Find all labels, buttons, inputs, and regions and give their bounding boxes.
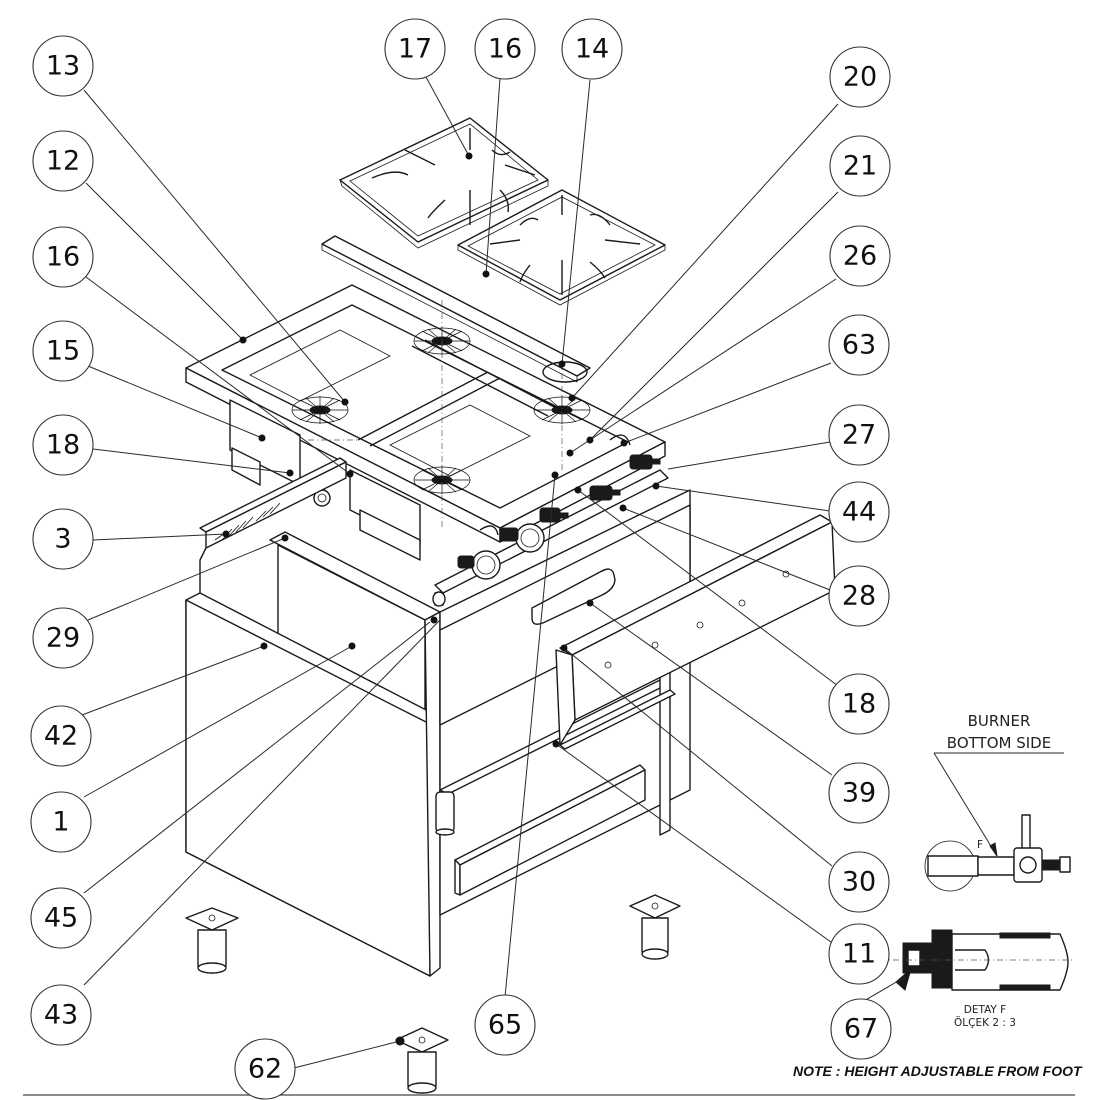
callout-20: 20 [829,46,891,108]
callout-67: 67 [830,998,892,1060]
callout-30-label: 30 [842,867,876,898]
adjustable-foot-3 [395,1027,449,1094]
callout-11: 11 [828,923,890,985]
burner-box-left [229,399,421,561]
callout-18-left: 18 [32,414,94,476]
callout-28-label: 28 [842,581,876,612]
burner-head-3 [533,396,591,424]
callout-62: 62 [234,1038,296,1100]
detail-title: DETAY F [964,1004,1006,1016]
callout-13-label: 13 [46,51,80,82]
callout-18-left-label: 18 [46,430,80,461]
callout-29: 29 [32,607,94,669]
callout-44-label: 44 [842,497,876,528]
callout-29-label: 29 [46,623,80,654]
callout-45: 45 [30,887,92,949]
callout-15-label: 15 [46,336,80,367]
gas-valve-2 [499,523,545,553]
callout-18-right: 18 [828,673,890,735]
callout-17: 17 [384,18,446,80]
callout-21-label: 21 [843,151,877,182]
detail-scale: ÖLÇEK 2 : 3 [954,1016,1016,1029]
gas-valve-1 [457,525,501,580]
leader-lines [81,65,906,1070]
detail-marker-f: F [977,839,983,851]
callout-12-label: 12 [46,146,80,177]
callout-67-label: 67 [844,1014,878,1045]
callout-27-label: 27 [842,420,876,451]
cooktop-frame [185,235,666,543]
callout-1-label: 1 [52,807,69,838]
callout-3-label: 3 [54,524,71,555]
callout-13: 13 [32,35,94,97]
adjustable-foot-1 [185,907,239,974]
callout-63: 63 [828,314,890,376]
callout-27: 27 [828,404,890,466]
callout-14: 14 [561,18,623,80]
cabinet-body [185,489,691,977]
callout-44: 44 [828,481,890,543]
pan-support-grate-right [457,189,666,306]
callout-12: 12 [32,130,94,192]
callout-16-top-label: 16 [488,34,522,65]
gas-valve-4 [589,485,621,501]
callout-17-label: 17 [398,34,432,65]
pan-support-grate-left [339,117,549,249]
callout-45-label: 45 [44,903,78,934]
callout-65: 65 [474,994,536,1056]
callout-42: 42 [30,705,92,767]
burner-label-line2: BOTTOM SIDE [947,734,1051,752]
gas-valve-5 [609,434,661,470]
callout-3: 3 [32,508,94,570]
callout-39: 39 [828,762,890,824]
callout-43: 43 [30,984,92,1046]
burner-bottom-detail: BURNER BOTTOM SIDE F [924,712,1071,892]
callout-14-label: 14 [575,34,609,65]
callout-16-left: 16 [32,226,94,288]
burner-label-line1: BURNER [968,712,1031,730]
gas-valve-3 [539,507,569,523]
callout-18-right-label: 18 [842,689,876,720]
burner-head-1 [291,396,349,424]
rear-rail [199,457,347,601]
leader-dots [222,152,660,1046]
detail-f-section: DETAY F ÖLÇEK 2 : 3 [880,929,1075,1029]
callout-11-label: 11 [842,939,876,970]
callout-28: 28 [828,565,890,627]
callout-26-label: 26 [843,241,877,272]
callout-16-top: 16 [474,18,536,80]
callout-42-label: 42 [44,721,78,752]
callout-65-label: 65 [488,1010,522,1041]
callout-16-left-label: 16 [46,242,80,273]
callout-62-label: 62 [248,1054,282,1085]
callout-43-label: 43 [44,1000,78,1031]
callout-21: 21 [829,135,891,197]
callout-1: 1 [30,791,92,853]
gas-manifold [313,434,669,607]
callout-63-label: 63 [842,330,876,361]
callout-15: 15 [32,320,94,382]
callout-39-label: 39 [842,778,876,809]
callout-30: 30 [828,851,890,913]
callout-26: 26 [829,225,891,287]
drawing-note: NOTE : HEIGHT ADJUSTABLE FROM FOOT [793,1063,1083,1079]
adjustable-foot-2 [629,894,681,960]
side-shelf [454,514,836,896]
callout-20-label: 20 [843,62,877,93]
